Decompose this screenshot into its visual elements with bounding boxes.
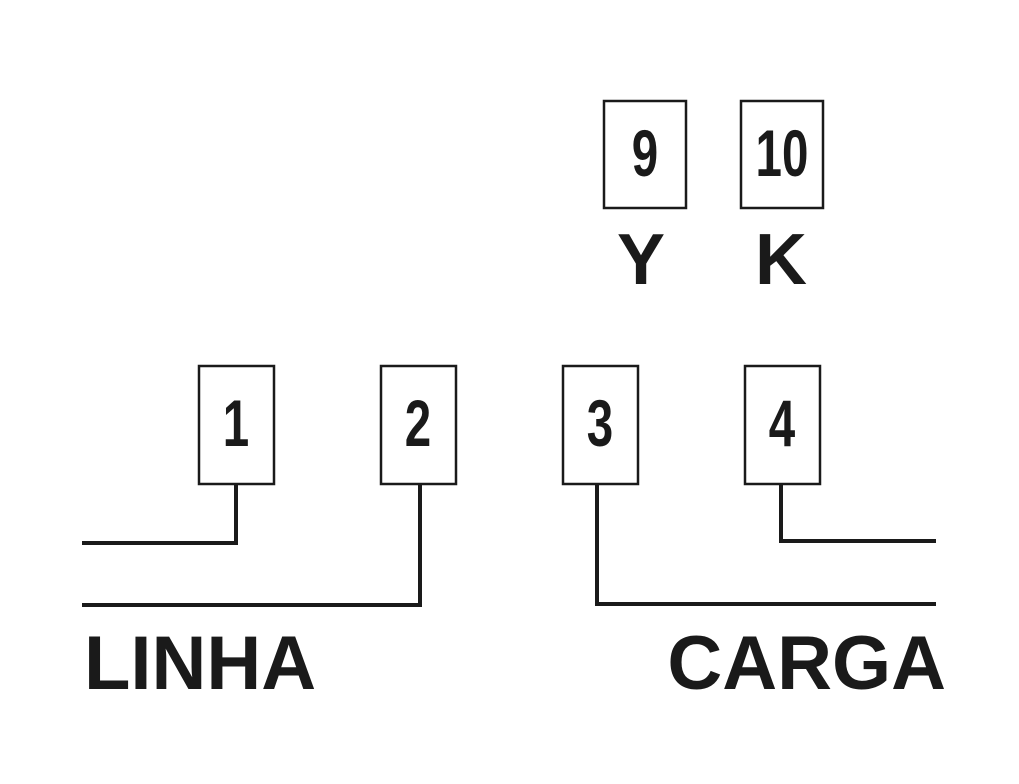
terminal-2-number: 2 <box>405 387 431 460</box>
terminal-3-box <box>561 364 640 486</box>
load-side-label: CARGA <box>667 621 946 706</box>
label-k: K <box>755 220 807 300</box>
terminal-9: 9 <box>602 99 688 210</box>
terminal-9-box <box>602 99 688 210</box>
terminal-3-number: 3 <box>587 387 613 460</box>
terminal-9-number: 9 <box>632 117 658 190</box>
terminal-2-box <box>379 364 458 486</box>
wire-terminal-1-line <box>82 484 238 545</box>
terminal-1-number: 1 <box>223 387 249 460</box>
line-side-label: LINHA <box>84 621 316 706</box>
label-y: Y <box>617 220 665 300</box>
terminal-10: 10 <box>739 99 825 210</box>
terminal-10-box <box>739 99 825 210</box>
terminal-3: 3 <box>561 364 640 486</box>
terminal-2: 2 <box>379 364 458 486</box>
terminal-1: 1 <box>197 364 276 486</box>
wire-terminal-4-load <box>779 484 936 543</box>
terminal-4-box <box>743 364 822 486</box>
terminal-4: 4 <box>743 364 822 486</box>
terminal-10-number: 10 <box>756 117 809 190</box>
wire-terminal-2-line <box>82 484 422 607</box>
terminal-4-number: 4 <box>769 387 795 460</box>
wire-terminal-3-load <box>595 484 936 606</box>
